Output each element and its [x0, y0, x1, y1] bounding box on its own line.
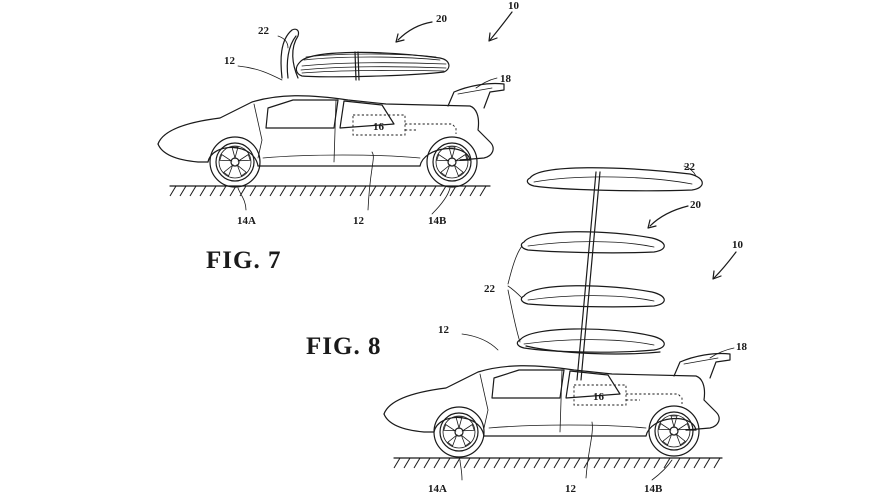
- fig8-title: FIG. 8: [306, 333, 381, 360]
- fig7-ground-hatch: [169, 185, 487, 197]
- fig8-label-14a: 14A: [428, 483, 447, 493]
- fig8-wing-2: [520, 231, 665, 254]
- fig8-label-12-bottom: 12: [565, 483, 577, 493]
- fig7-label-22: 22: [258, 25, 270, 37]
- fig8-front-wheel: [433, 406, 485, 458]
- fig7-label-18: 18: [500, 73, 512, 85]
- fig8-ground-hatch: [393, 457, 721, 469]
- fig7-label-16: 16: [373, 121, 385, 133]
- fig8-power-unit-box: [573, 384, 627, 406]
- fig7-label-14a: 14A: [237, 215, 256, 227]
- fig8-label-16: 16: [593, 391, 605, 403]
- fig8-label-18: 18: [736, 341, 748, 353]
- fig8-label-10: 10: [732, 239, 744, 251]
- fig8-rear-wheel: [648, 405, 700, 457]
- fig8-drawing: 22 20 10 22 12 18 16 14A 12 14B FIG. 8: [306, 161, 748, 493]
- fig8-label-12-top: 12: [438, 324, 450, 336]
- fig8-label-22: 22: [484, 283, 496, 295]
- fig7-rear-wheel: [426, 136, 478, 188]
- fig8-label-14b: 14B: [644, 483, 663, 493]
- fig7-label-12-bottom: 12: [353, 215, 365, 227]
- fig7-stacked-wings: [280, 28, 450, 81]
- fig8-label-22-top: 22: [684, 161, 696, 173]
- fig7-label-12-top: 12: [224, 55, 236, 67]
- fig7-title: FIG. 7: [206, 247, 281, 274]
- fig7-power-unit-box: [352, 114, 406, 136]
- fig7-drawing: 10 20 22 12 18 16 14A 12 14B FIG. 7: [157, 0, 520, 274]
- fig7-label-10: 10: [508, 0, 520, 12]
- fig8-wing-4: [516, 328, 665, 355]
- fig7-vehicle-body: [157, 82, 505, 167]
- fig8-wing-3: [520, 285, 665, 308]
- fig8-label-20: 20: [690, 199, 702, 211]
- fig8-wing-mast: [576, 171, 601, 381]
- fig8-wing-1: [526, 167, 703, 192]
- fig7-label-20: 20: [436, 13, 448, 25]
- fig7-label-14b: 14B: [428, 215, 447, 227]
- fig7-front-wheel: [209, 136, 261, 188]
